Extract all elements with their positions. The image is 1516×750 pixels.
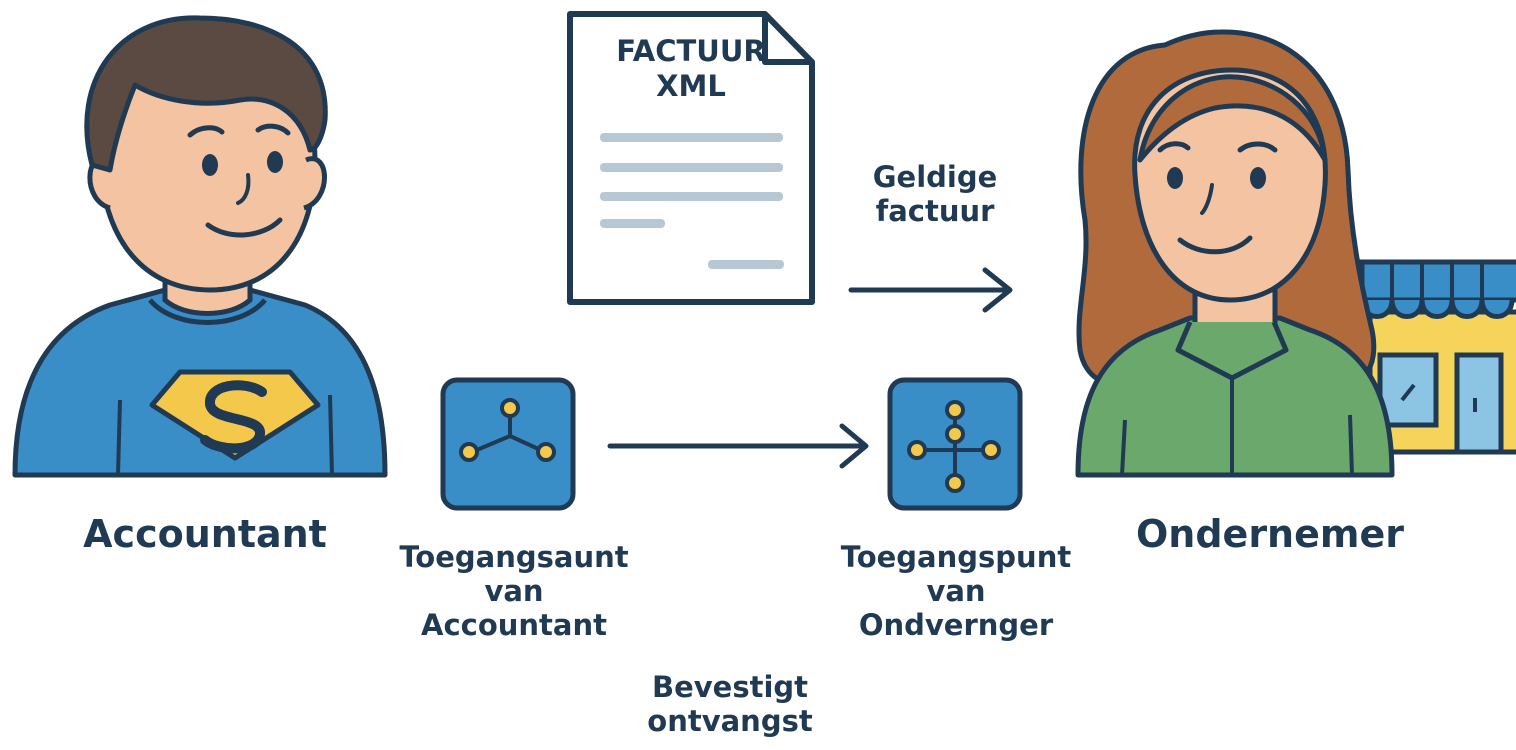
accountant-label: Accountant bbox=[83, 512, 327, 556]
accountant-avatar bbox=[12, 15, 388, 478]
shop-icon bbox=[1359, 259, 1516, 455]
document-title-line2: XML bbox=[656, 68, 726, 103]
document-title: FACTUUR XML bbox=[570, 34, 812, 104]
superhero-emblem-icon bbox=[149, 369, 321, 461]
sender-access-point-label: Toegangsaunt van Accountant bbox=[383, 540, 645, 643]
confirmation-label: Bevestigt ontvangst bbox=[630, 670, 830, 738]
arrow-right-icon bbox=[607, 423, 869, 469]
sender-access-point-line3: Accountant bbox=[421, 608, 607, 643]
confirmation-line1: Bevestigt bbox=[651, 670, 809, 704]
receiver-access-point-line2: van bbox=[926, 574, 986, 609]
valid-invoice-label: Geldige factuur bbox=[835, 160, 1035, 228]
invoice-document-icon bbox=[567, 11, 815, 305]
receiver-access-point-line3: Ondvernger bbox=[858, 608, 1054, 643]
confirmation-line2: ontvangst bbox=[647, 704, 813, 739]
valid-invoice-line2: factuur bbox=[875, 194, 995, 229]
arrow-right-icon bbox=[848, 267, 1013, 313]
ondernemer-avatar bbox=[1075, 29, 1395, 478]
receiver-access-point-line1: Toegangspunt bbox=[840, 540, 1072, 574]
access-point-node-icon bbox=[887, 377, 1023, 511]
sender-access-point-line2: van bbox=[484, 574, 544, 609]
sender-access-point-line1: Toegangsaunt bbox=[399, 540, 629, 574]
valid-invoice-line1: Geldige bbox=[872, 160, 998, 194]
access-point-node-icon bbox=[440, 377, 576, 511]
document-title-line1: FACTUUR bbox=[616, 34, 766, 68]
receiver-access-point-label: Toegangspunt van Ondvernger bbox=[825, 540, 1087, 643]
ondernemer-label: Ondernemer bbox=[1135, 512, 1404, 556]
